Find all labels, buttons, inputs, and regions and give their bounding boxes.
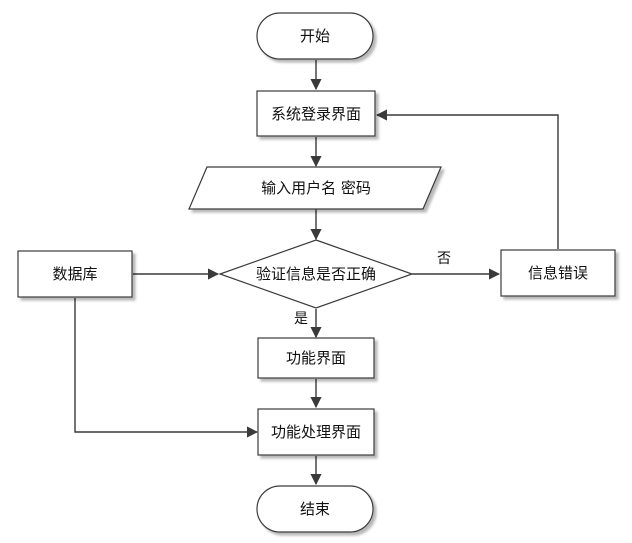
node-database: 数据库: [17, 250, 133, 298]
node-start: 开始: [256, 12, 374, 60]
node-function: 功能界面: [257, 337, 375, 379]
node-process-label: 功能处理界面: [271, 423, 361, 441]
connectors: [74, 60, 559, 486]
node-input-label: 输入用户名 密码: [261, 179, 371, 197]
node-error-label: 信息错误: [528, 264, 588, 282]
node-error: 信息错误: [500, 249, 616, 297]
node-verify-label: 验证信息是否正确: [256, 265, 376, 283]
edge-database-process: [74, 298, 259, 438]
node-end: 结束: [256, 485, 374, 533]
node-process: 功能处理界面: [257, 408, 375, 456]
node-verify: 验证信息是否正确: [218, 239, 414, 309]
node-function-label: 功能界面: [286, 349, 346, 367]
node-login-label: 系统登录界面: [271, 105, 361, 123]
node-start-label: 开始: [300, 27, 330, 45]
edge-label-no: 否: [437, 251, 451, 267]
node-login: 系统登录界面: [256, 90, 376, 137]
edge-error-login: [375, 109, 559, 249]
node-database-label: 数据库: [52, 265, 97, 283]
node-input: 输入用户名 密码: [188, 166, 442, 210]
node-end-label: 结束: [300, 500, 330, 518]
edge-label-yes: 是: [294, 311, 308, 327]
